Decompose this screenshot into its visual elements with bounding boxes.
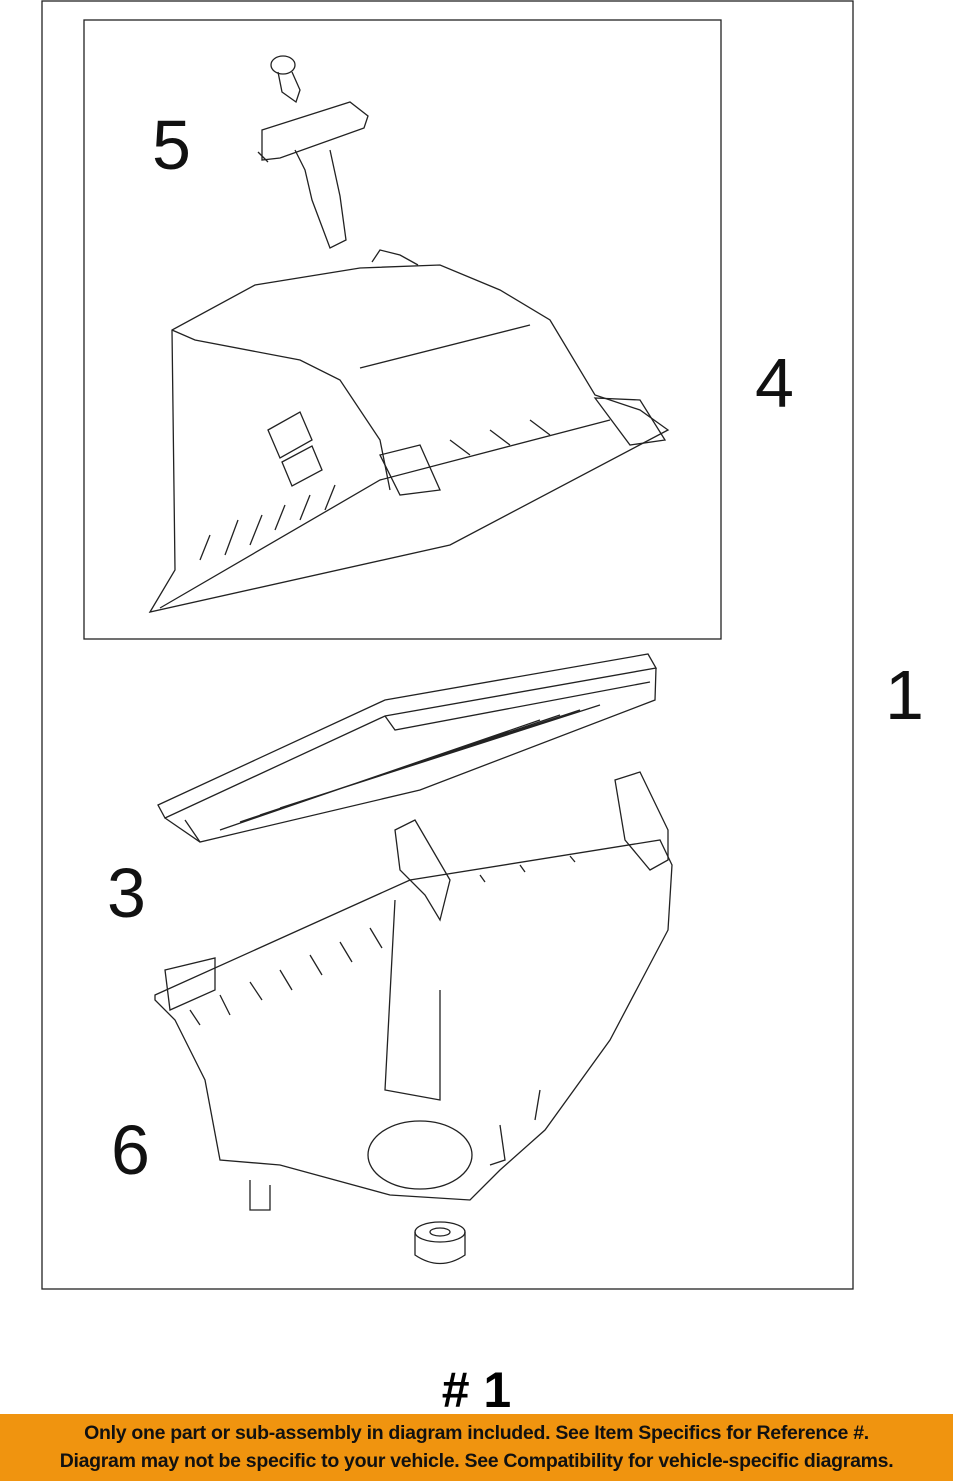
upper-housing-frame bbox=[83, 19, 722, 640]
callout-3: 3 bbox=[107, 854, 146, 932]
disclaimer-line-1: Only one part or sub-assembly in diagram… bbox=[84, 1422, 869, 1444]
disclaimer-banner: Only one part or sub-assembly in diagram… bbox=[0, 1414, 953, 1481]
grommet-icon bbox=[414, 1221, 466, 1265]
air-filter-element-icon bbox=[157, 653, 658, 843]
disclaimer-line-2: Diagram may not be specific to your vehi… bbox=[59, 1450, 894, 1472]
reference-number: # 1 bbox=[441, 1362, 512, 1418]
bolt-icon bbox=[270, 55, 301, 104]
callout-6: 6 bbox=[111, 1111, 150, 1189]
callout-1: 1 bbox=[885, 656, 924, 734]
callout-5: 5 bbox=[152, 106, 191, 184]
callout-4: 4 bbox=[755, 344, 794, 422]
upper-air-cleaner-housing-icon bbox=[148, 249, 670, 613]
assembly-frame bbox=[41, 0, 854, 1290]
mass-airflow-sensor-icon bbox=[257, 101, 369, 249]
lower-air-cleaner-housing-icon bbox=[154, 771, 673, 1211]
